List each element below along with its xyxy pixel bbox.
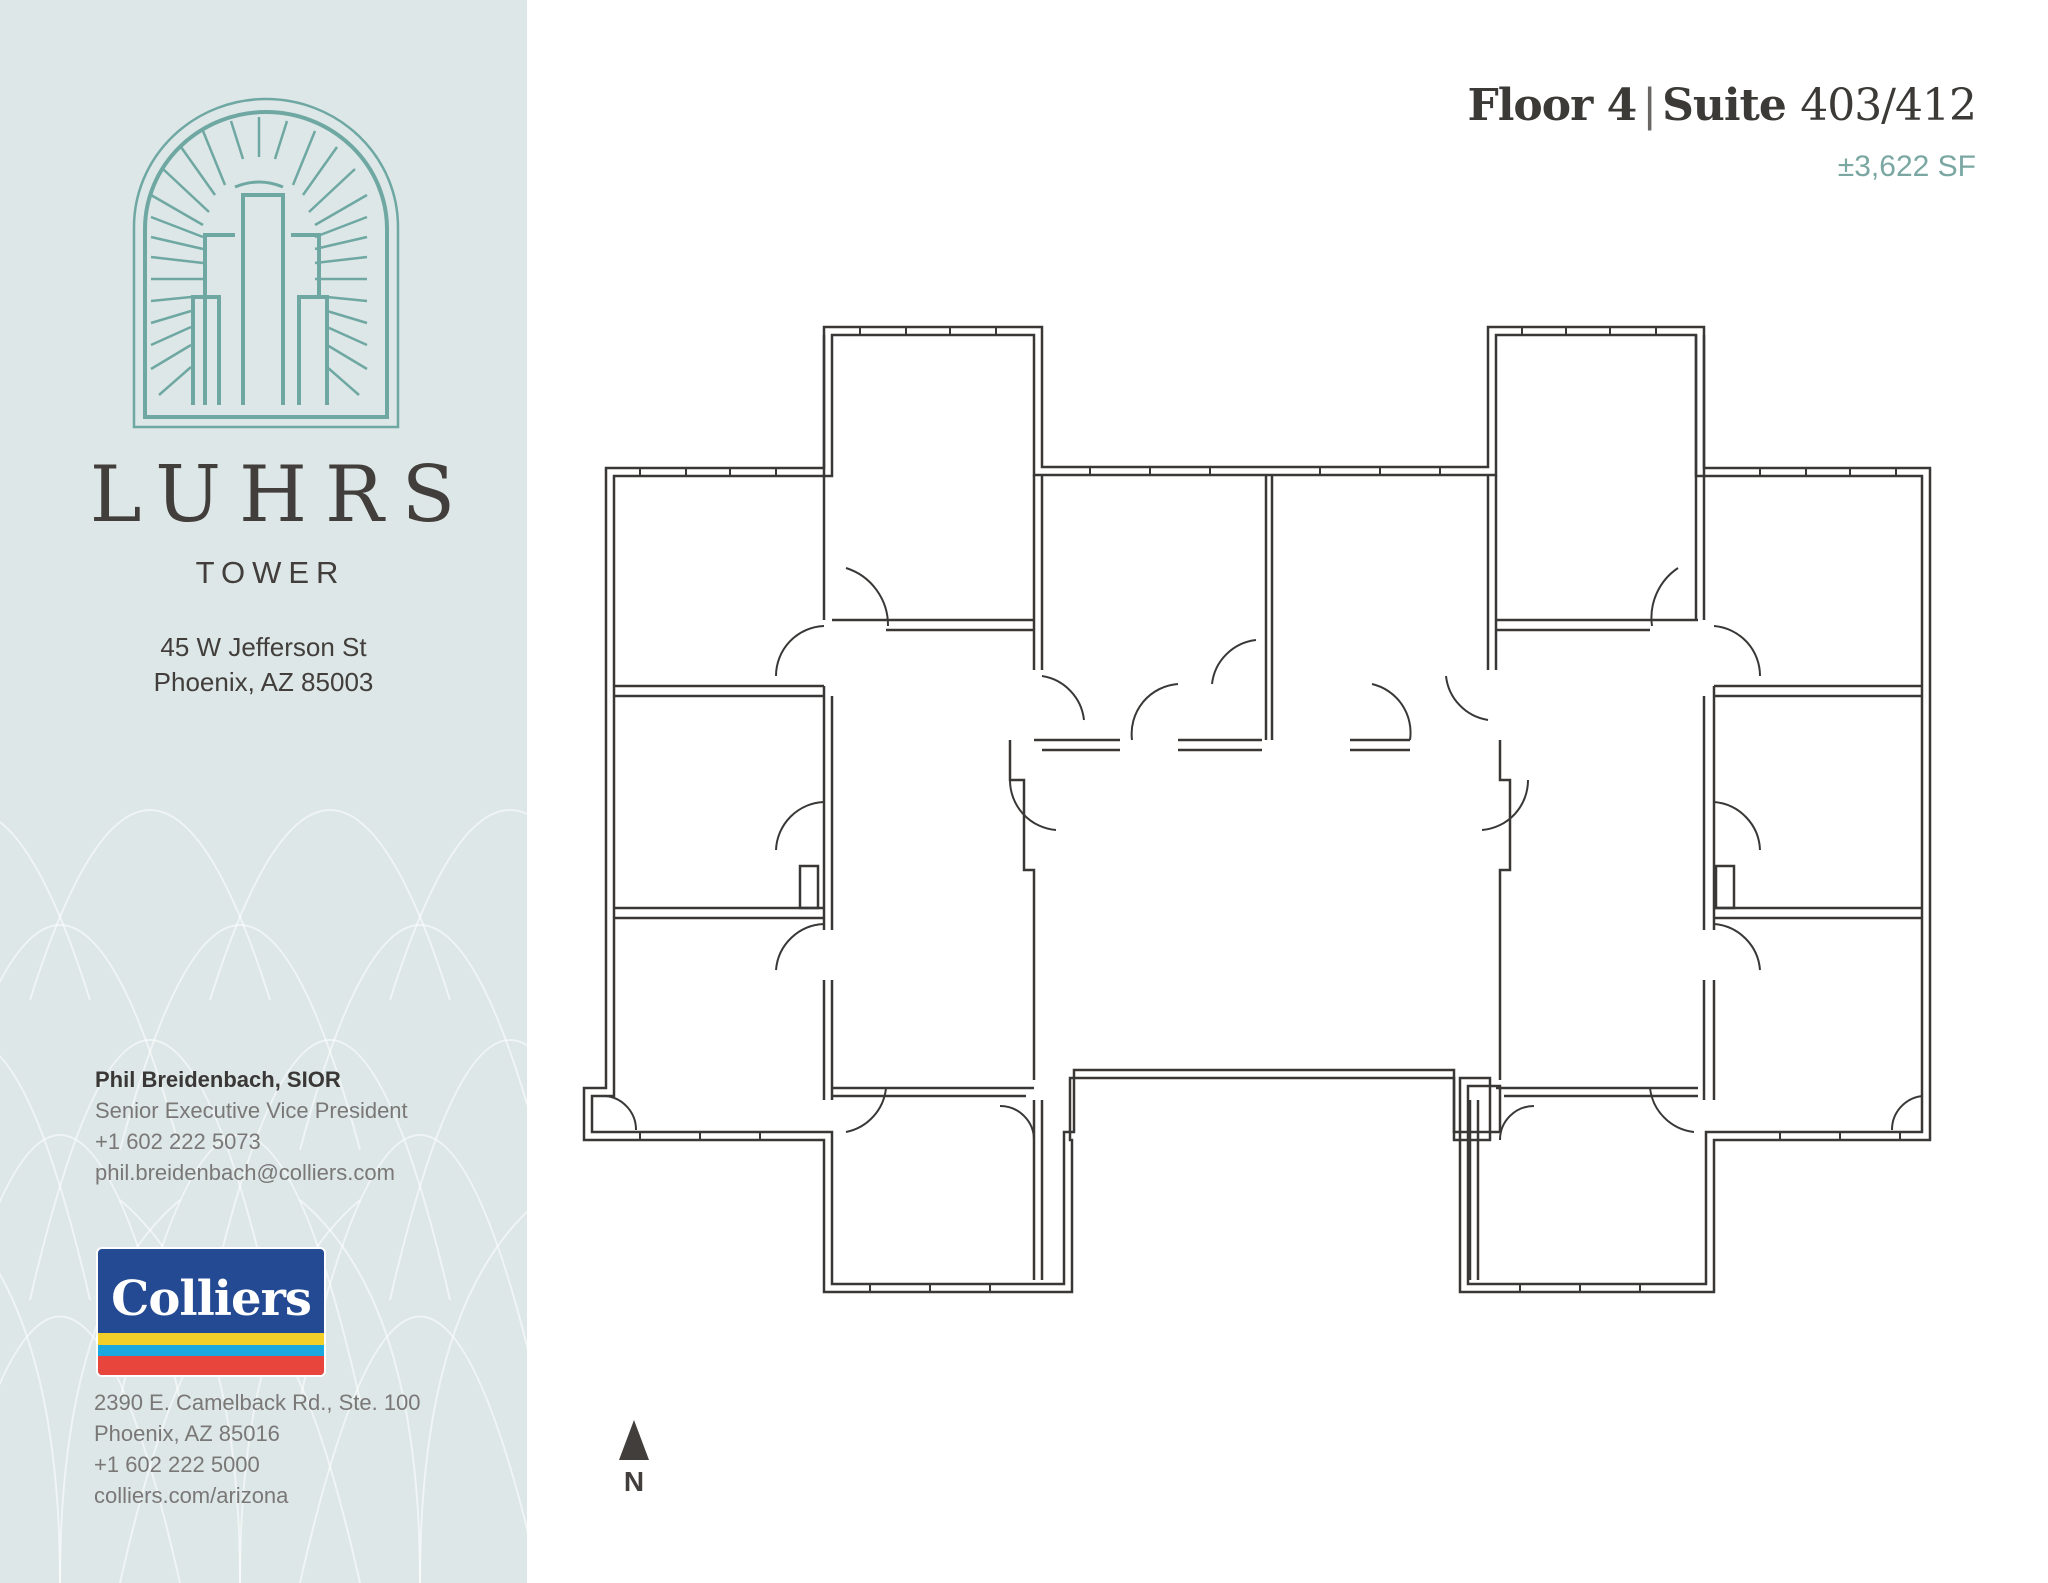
floor-plan (582, 325, 1932, 1294)
property-street: 45 W Jefferson St (160, 632, 367, 662)
colliers-logo: Colliers (96, 1247, 326, 1377)
title-separator: | (1642, 80, 1657, 131)
sidebar: LUHRS TOWER 45 W Jefferson St Phoenix, A… (0, 0, 527, 1583)
page-title: Floor 4|Suite 403/412 (1467, 80, 1977, 131)
logo-stripe-yellow (98, 1333, 324, 1345)
brand-name: LUHRS (89, 450, 474, 540)
office-street: 2390 E. Camelback Rd., Ste. 100 (94, 1390, 421, 1415)
brand-subtitle: TOWER (195, 555, 346, 590)
logo-stripe-cyan (98, 1345, 324, 1356)
broker-name: Phil Breidenbach, SIOR (95, 1067, 341, 1092)
broker-title: Senior Executive Vice President (95, 1098, 408, 1123)
property-city: Phoenix, AZ 85003 (153, 667, 374, 697)
office-website[interactable]: colliers.com/arizona (94, 1483, 289, 1508)
art-deco-pattern (0, 809, 527, 1583)
property-address: 45 W Jefferson St Phoenix, AZ 85003 (0, 630, 527, 700)
office-phone[interactable]: +1 602 222 5000 (94, 1452, 260, 1477)
suite-number: 403/412 (1800, 80, 1977, 131)
north-label: N (623, 1466, 645, 1497)
office-address: 2390 E. Camelback Rd., Ste. 100 Phoenix,… (94, 1387, 421, 1511)
colliers-logo-text: Colliers (111, 1271, 312, 1327)
broker-phone[interactable]: +1 602 222 5073 (95, 1129, 261, 1154)
north-arrow: N (617, 1418, 651, 1510)
office-city: Phoenix, AZ 85016 (94, 1421, 280, 1446)
floor-label: Floor 4 (1467, 80, 1637, 131)
logo-stripe-red (98, 1356, 324, 1375)
broker-email[interactable]: phil.breidenbach@colliers.com (95, 1160, 395, 1185)
area-label: ±3,622 SF (1837, 150, 1976, 183)
luhrs-tower-logo-icon (132, 97, 400, 429)
broker-contact: Phil Breidenbach, SIOR Senior Executive … (95, 1064, 408, 1188)
suite-label: Suite (1662, 80, 1787, 131)
north-arrow-icon (619, 1420, 649, 1460)
